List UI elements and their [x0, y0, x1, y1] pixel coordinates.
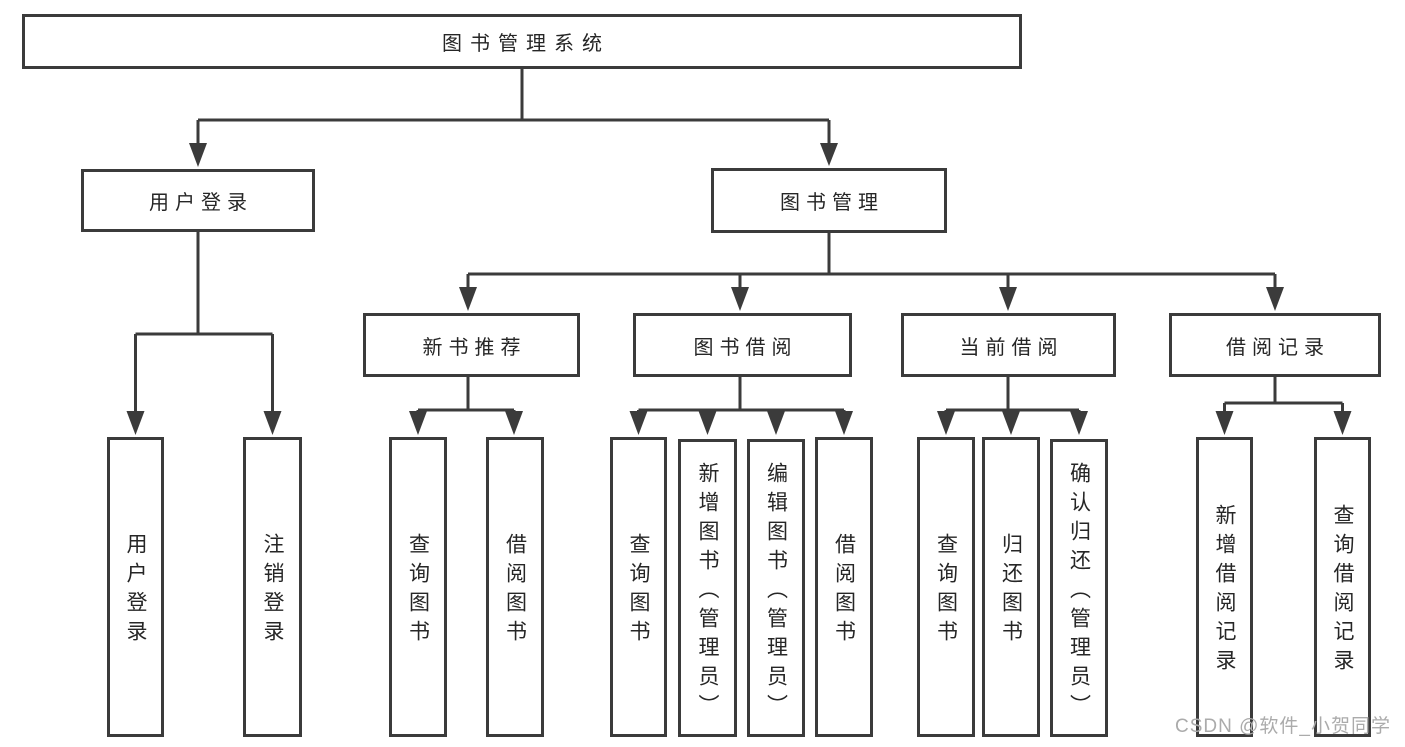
leaf-borrowing-query-books: 查询图书 — [610, 437, 667, 737]
leaf-logout-login: 注销登录 — [243, 437, 302, 737]
leaf-current-query-books: 查询图书 — [917, 437, 975, 737]
leaf-borrowing-add-books-admin: 新增图书（管理员） — [678, 439, 737, 737]
leaf-user-login: 用户登录 — [107, 437, 164, 737]
leaf-current-confirm-return-admin: 确认归还（管理员） — [1050, 439, 1108, 737]
leaf-recommend-query-books: 查询图书 — [389, 437, 447, 737]
node-book-management: 图书管理 — [711, 168, 947, 233]
node-borrowing-records: 借阅记录 — [1169, 313, 1381, 377]
leaf-records-add-record: 新增借阅记录 — [1196, 437, 1253, 737]
leaf-borrowing-borrow-books: 借阅图书 — [815, 437, 873, 737]
leaf-recommend-borrow-books: 借阅图书 — [486, 437, 544, 737]
node-library-management-system: 图书管理系统 — [22, 14, 1022, 69]
csdn-watermark: CSDN @软件_小贺同学 — [1175, 716, 1391, 737]
node-book-borrowing: 图书借阅 — [633, 313, 852, 377]
node-user-login: 用户登录 — [81, 169, 315, 232]
node-new-book-recommend: 新书推荐 — [363, 313, 580, 377]
node-current-borrowing: 当前借阅 — [901, 313, 1116, 377]
leaf-records-query-record: 查询借阅记录 — [1314, 437, 1371, 737]
leaf-borrowing-edit-books-admin: 编辑图书（管理员） — [747, 439, 805, 737]
leaf-current-return-books: 归还图书 — [982, 437, 1040, 737]
